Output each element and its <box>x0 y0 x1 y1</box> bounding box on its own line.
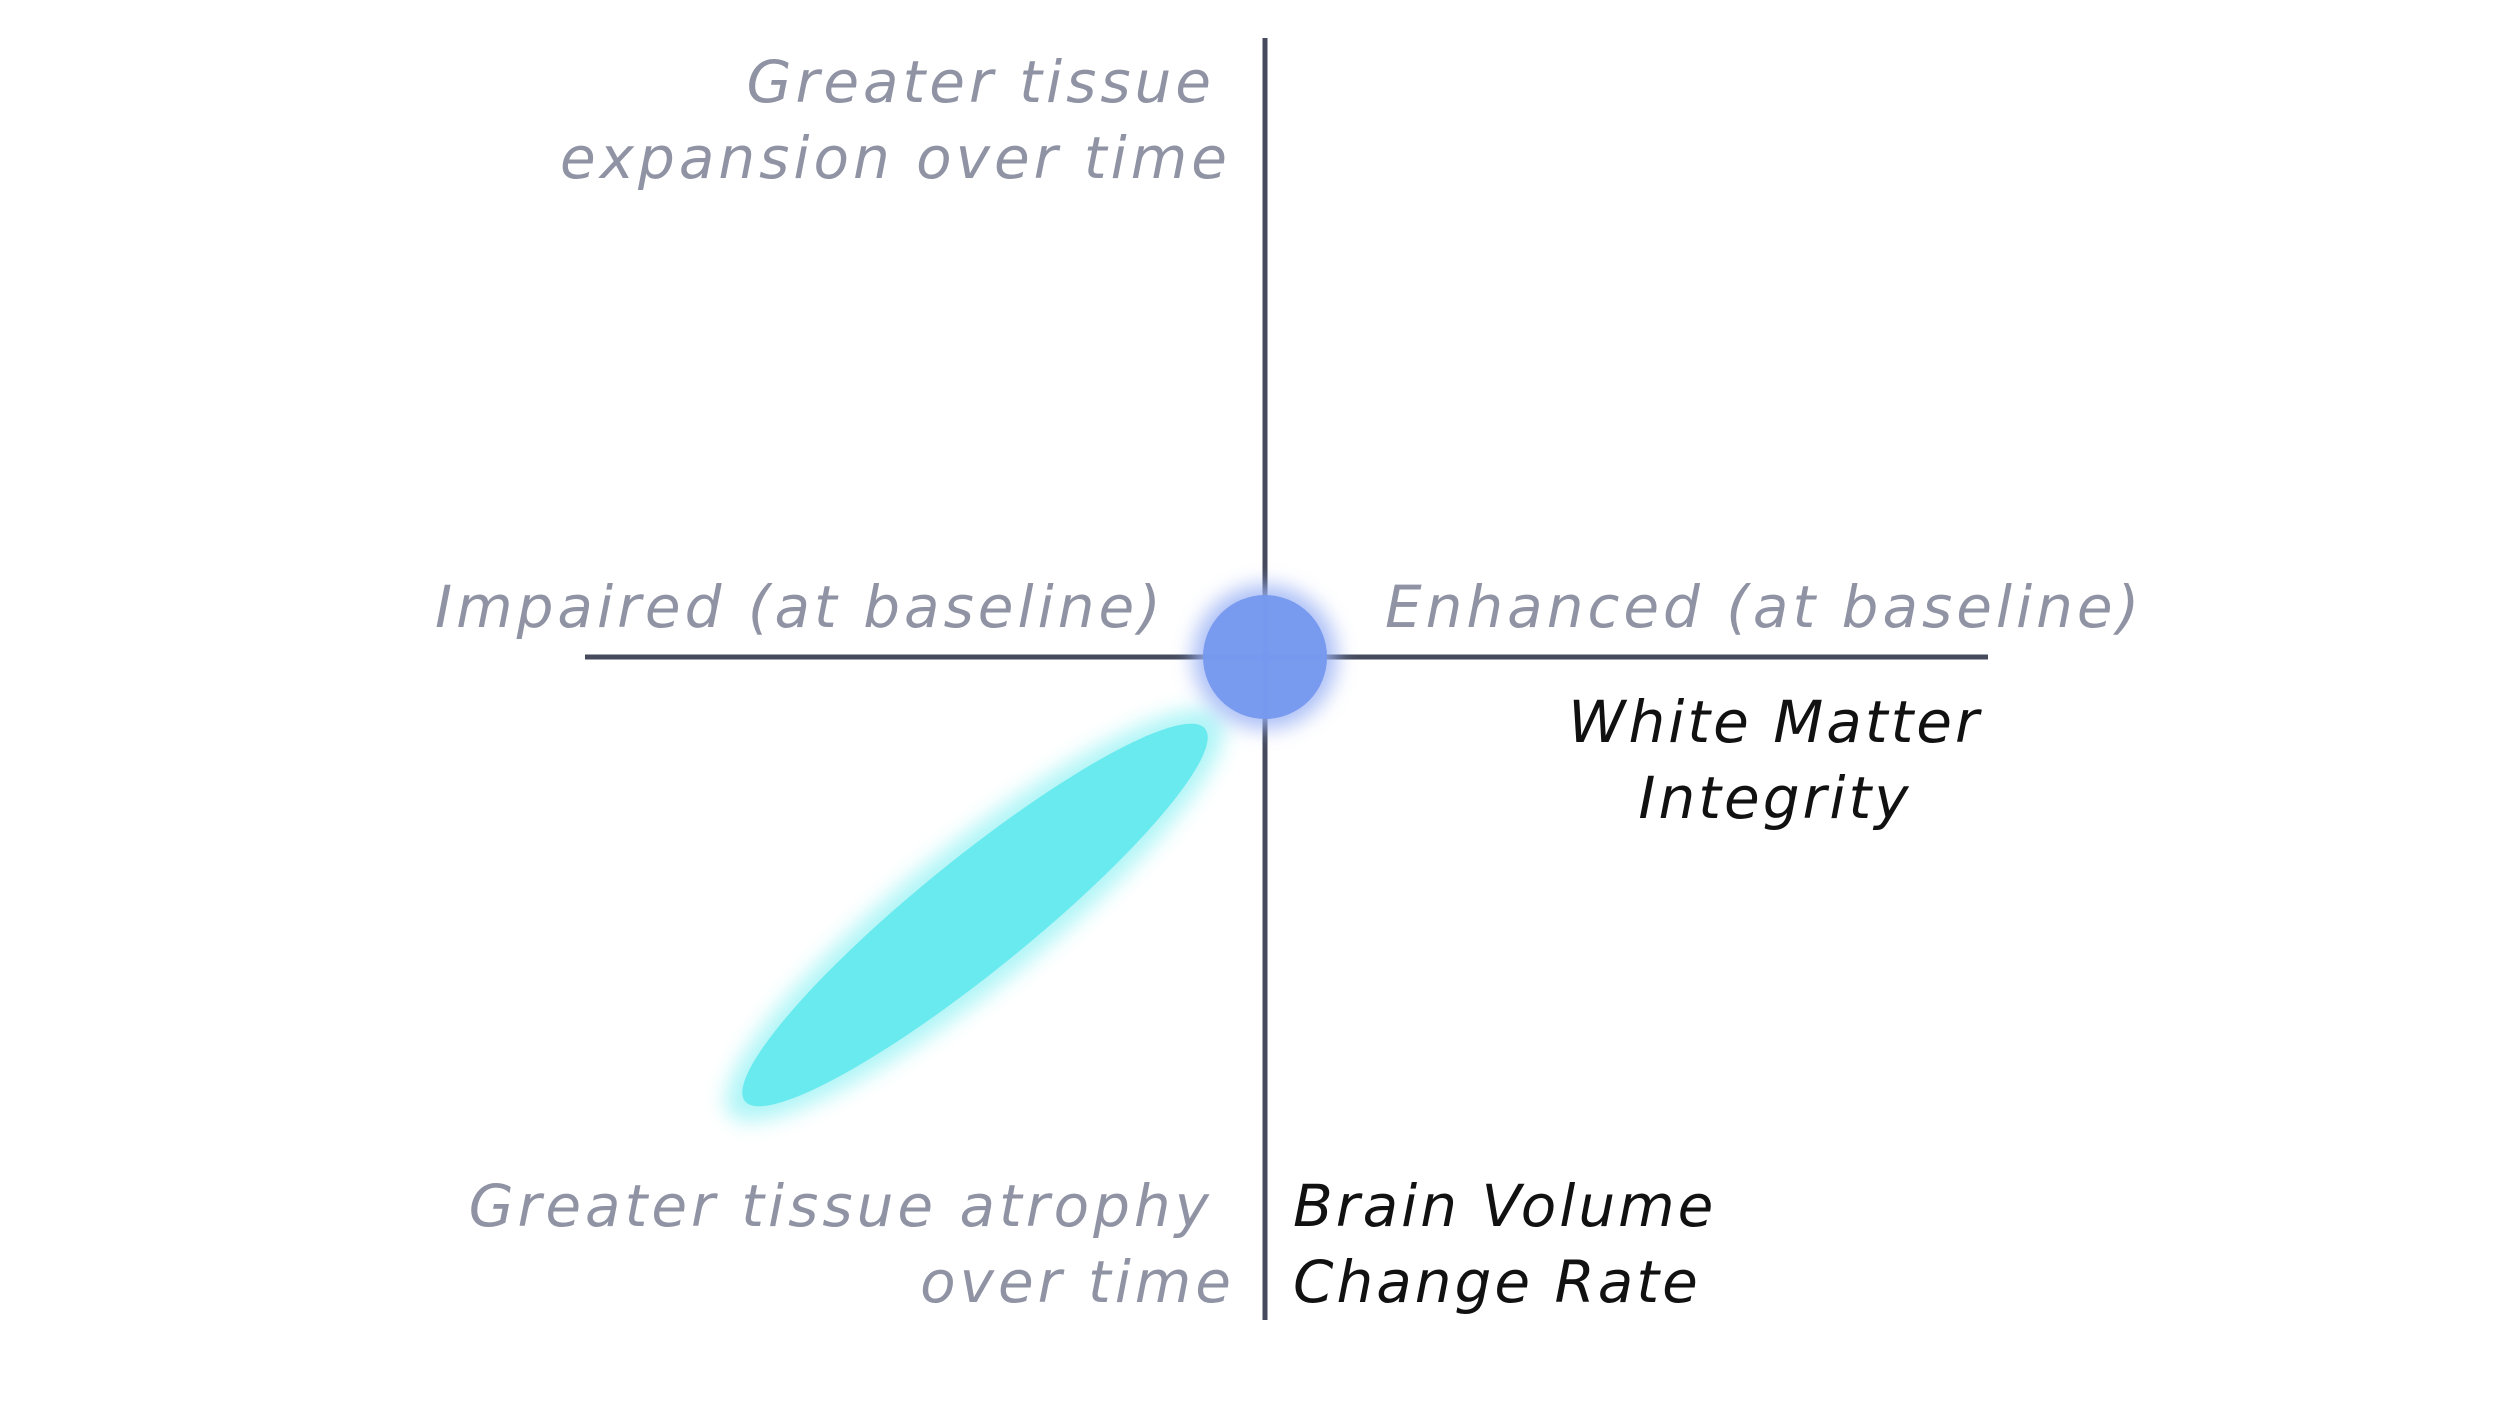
x-axis-title-line-1: White Matter <box>1568 688 1982 756</box>
baseline-circle <box>1193 585 1337 729</box>
y-top-label: Greater tissue expansion over time <box>560 44 1231 196</box>
x-axis-title: White Matter Integrity <box>1505 684 2045 836</box>
baseline-circle-body <box>1203 595 1327 719</box>
x-axis-title-line-2: Integrity <box>1638 764 1912 832</box>
trajectory-ellipse-body <box>742 723 1208 1107</box>
y-top-label-line-2: expansion over time <box>560 124 1231 192</box>
y-top-label-line-1: Greater tissue <box>746 48 1215 116</box>
y-bottom-label-line-2: over time <box>920 1248 1235 1316</box>
trajectory-ellipse <box>725 708 1225 1122</box>
y-axis-title-line-2: Change Rate <box>1293 1248 1701 1316</box>
x-right-label: Enhanced (at baseline) <box>1385 573 2144 641</box>
y-axis-title: Brain Volume Change Rate <box>1293 1168 1716 1320</box>
y-axis-title-line-1: Brain Volume <box>1293 1172 1717 1240</box>
y-bottom-label-line-1: Greater tissue atrophy <box>468 1172 1213 1240</box>
y-bottom-label: Greater tissue atrophy over time <box>440 1168 1235 1320</box>
x-left-label: Impaired (at baseline) <box>435 573 1165 641</box>
